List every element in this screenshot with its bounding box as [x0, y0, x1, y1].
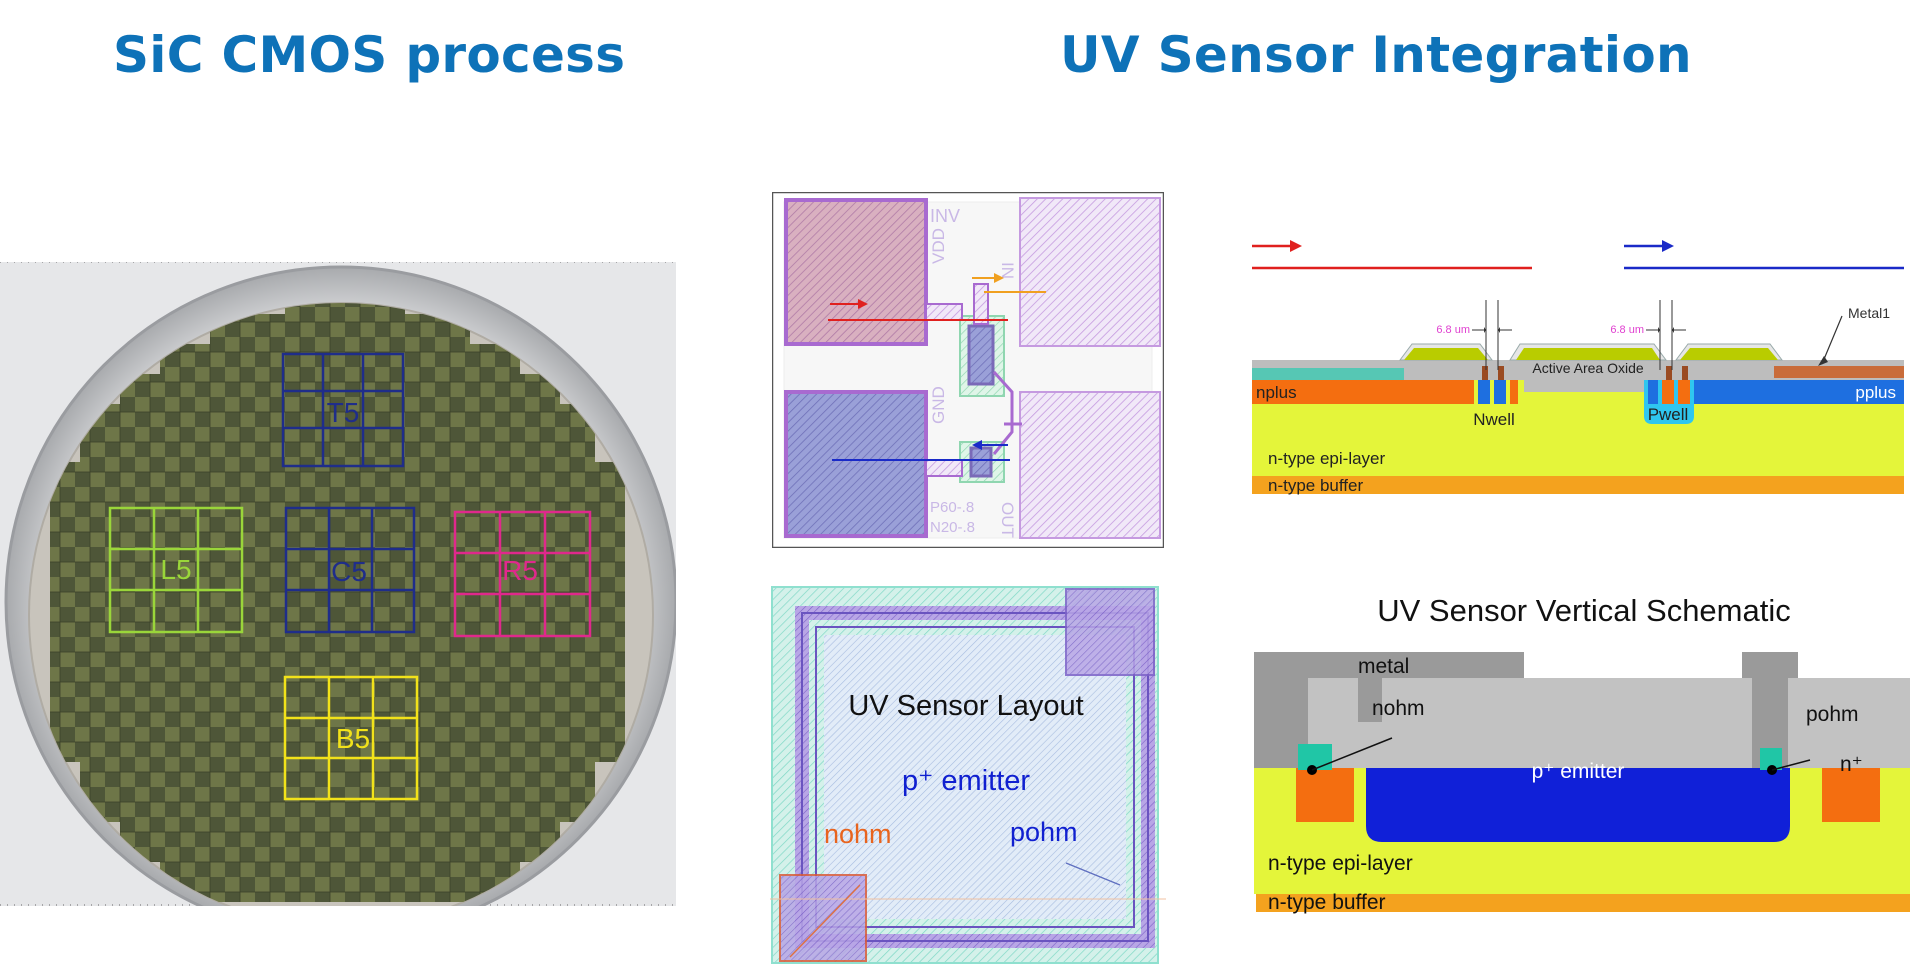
metal-left [1254, 652, 1524, 678]
inverter-layout: INV VDD IN GND OUT P60-.8 N20-.8 [771, 191, 1165, 549]
pohm-contact-pad [1065, 588, 1155, 676]
sensor-emitter-label: p⁺ emitter [902, 765, 1030, 797]
pohm-contact [1760, 748, 1782, 770]
reticle-b5 [283, 675, 419, 801]
label-t5: T5 [327, 397, 360, 428]
red-arrow-icon [858, 299, 868, 309]
inverter-layout-graphic: INV VDD IN GND OUT P60-.8 N20-.8 [771, 191, 1165, 549]
pmos-device [967, 324, 995, 386]
metal-label: metal [1358, 655, 1409, 678]
sensor-emitter-area [824, 635, 1126, 919]
nmos-device [969, 446, 993, 478]
sensor-layout-title: UV Sensor Layout [848, 690, 1083, 722]
pplus-label: pplus [1855, 383, 1896, 402]
label-r5: R5 [502, 555, 538, 586]
label-p-size: P60-.8 [930, 499, 974, 516]
sensor-pohm-label: pohm [1010, 817, 1078, 847]
wafer-graphic: T5 L5 C5 R5 B5 [0, 261, 678, 939]
nplus-contact-right [1822, 768, 1880, 822]
label-n-size: N20-.8 [930, 519, 975, 536]
uv-sensor-layout: UV Sensor Layout p⁺ emitter nohm pohm [770, 585, 1166, 965]
cmos-cross-section: 6.8 um 6.8 um Metal1 Active Area Oxide n… [1248, 230, 1908, 496]
vertical-schematic: metal nohm pohm p⁺ emitter n⁺ n-type epi… [1250, 652, 1914, 914]
dim-left-label: 6.8 um [1436, 324, 1470, 336]
buffer-layer [1252, 476, 1904, 494]
pad-in [1019, 197, 1161, 347]
nplus-contact-left [1296, 768, 1354, 822]
pad-out [1019, 391, 1161, 539]
nohm-contact-pad [779, 874, 867, 962]
cmos-cross-section-graphic: 6.8 um 6.8 um Metal1 Active Area Oxide n… [1252, 240, 1904, 495]
nplus-schematic-label: n⁺ [1840, 753, 1863, 776]
wafer-photo: T5 L5 C5 R5 B5 [0, 261, 678, 939]
metal-right [1742, 652, 1798, 678]
sensor-nohm-label: nohm [824, 819, 892, 849]
vertical-schematic-title: UV Sensor Vertical Schematic [1377, 593, 1791, 628]
blue-section-arrow-icon [1662, 240, 1674, 252]
pplus-region [1694, 380, 1904, 404]
label-out: OUT [998, 502, 1017, 538]
buffer-label: n-type buffer [1268, 476, 1363, 495]
epi-layer [1252, 392, 1904, 476]
reticle-l5 [108, 506, 244, 634]
die-array [50, 303, 625, 902]
right-title: UV Sensor Integration [1060, 26, 1692, 84]
active-area-oxide-label: Active Area Oxide [1532, 360, 1643, 376]
nplus-region [1252, 380, 1474, 404]
label-c5: C5 [331, 556, 367, 587]
label-vdd: VDD [929, 228, 948, 264]
reticle-r5 [453, 510, 592, 638]
pwell-label: Pwell [1648, 405, 1689, 424]
reticle-c5 [284, 506, 416, 634]
uv-sensor-layout-graphic: UV Sensor Layout p⁺ emitter nohm pohm [770, 586, 1166, 964]
nwell-label: Nwell [1473, 410, 1515, 429]
pohm-schematic-label: pohm [1806, 703, 1859, 726]
epi-label: n-type epi-layer [1268, 449, 1386, 468]
label-inv: INV [930, 206, 960, 226]
sensor-buffer-layer [1256, 894, 1910, 912]
label-gnd: GND [929, 386, 948, 424]
red-section-arrow-icon [1290, 240, 1302, 252]
sensor-epi-label: n-type epi-layer [1268, 852, 1413, 875]
dim-right-label: 6.8 um [1610, 324, 1644, 336]
nohm-contact [1298, 744, 1332, 770]
pad-gnd [784, 390, 928, 538]
label-in: IN [998, 262, 1017, 279]
label-l5: L5 [160, 554, 191, 585]
metal1-label: Metal1 [1848, 305, 1890, 321]
label-b5: B5 [336, 723, 370, 754]
orange-arrow-icon [994, 273, 1004, 283]
active-area-oxide [1516, 348, 1660, 360]
vertical-schematic-graphic: metal nohm pohm p⁺ emitter n⁺ n-type epi… [1254, 652, 1910, 914]
reticle-t5 [281, 352, 405, 468]
p-emitter-region [1366, 768, 1790, 842]
left-title: SiC CMOS process [113, 26, 626, 84]
pad-vdd [784, 198, 928, 346]
blue-arrow-icon [972, 440, 982, 450]
nohm-schematic-label: nohm [1372, 697, 1425, 720]
p-emitter-label: p⁺ emitter [1532, 760, 1625, 783]
sensor-buffer-label: n-type buffer [1268, 891, 1386, 914]
nplus-label: nplus [1256, 383, 1297, 402]
